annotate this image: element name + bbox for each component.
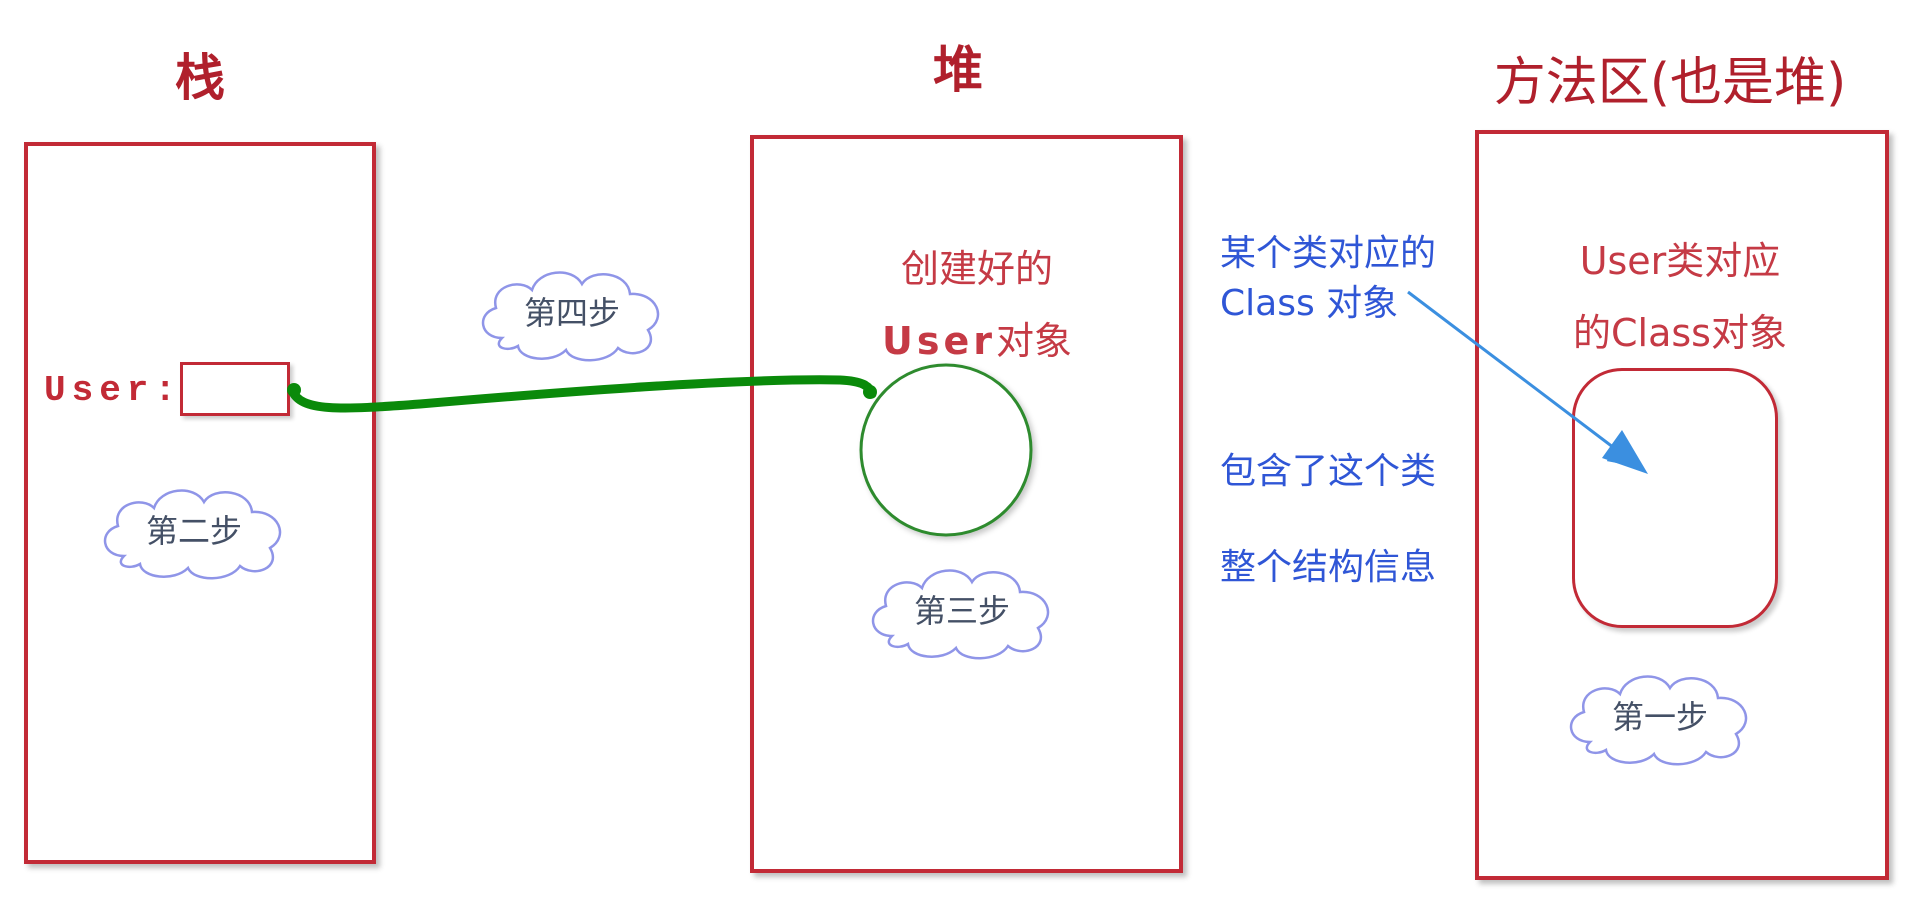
note-line1: 某个类对应的 [1220, 233, 1437, 274]
method-area-title: 方法区(也是堆) [1493, 53, 1847, 113]
step-cloud-second: 第二步 [94, 474, 294, 584]
heap-object-class-name: User [881, 319, 996, 363]
cloud-shape [481, 271, 660, 362]
cloud-shape [871, 569, 1050, 660]
step-label-first: 第一步 [1611, 698, 1708, 736]
class-object-caption-line2: 的Class对象 [1573, 311, 1787, 355]
user-reference-slot [180, 362, 290, 416]
cloud-shape [1569, 675, 1748, 766]
heap-object-suffix: 对象 [995, 319, 1072, 363]
step-cloud-third: 第三步 [862, 554, 1062, 664]
step-label-third: 第三步 [913, 592, 1010, 630]
note-line3: 包含了这个类 [1220, 451, 1437, 492]
heap-object-caption-line1: 创建好的 [900, 247, 1053, 291]
cloud-shape [103, 489, 282, 580]
class-object-shape [1572, 368, 1778, 628]
stack-title: 栈 [175, 49, 225, 107]
note-line2: Class 对象 [1220, 283, 1399, 324]
class-object-caption-line1: User类对应 [1579, 239, 1781, 283]
step-label-fourth: 第四步 [523, 294, 620, 332]
user-variable-label: User: [44, 370, 183, 411]
step-cloud-first: 第一步 [1560, 660, 1760, 770]
heap-object-caption-line2: User对象 [852, 310, 1102, 365]
step-cloud-fourth: 第四步 [472, 256, 672, 366]
step-label-second: 第二步 [145, 512, 242, 550]
note-line4: 整个结构信息 [1220, 547, 1437, 588]
heap-title: 堆 [933, 41, 983, 99]
